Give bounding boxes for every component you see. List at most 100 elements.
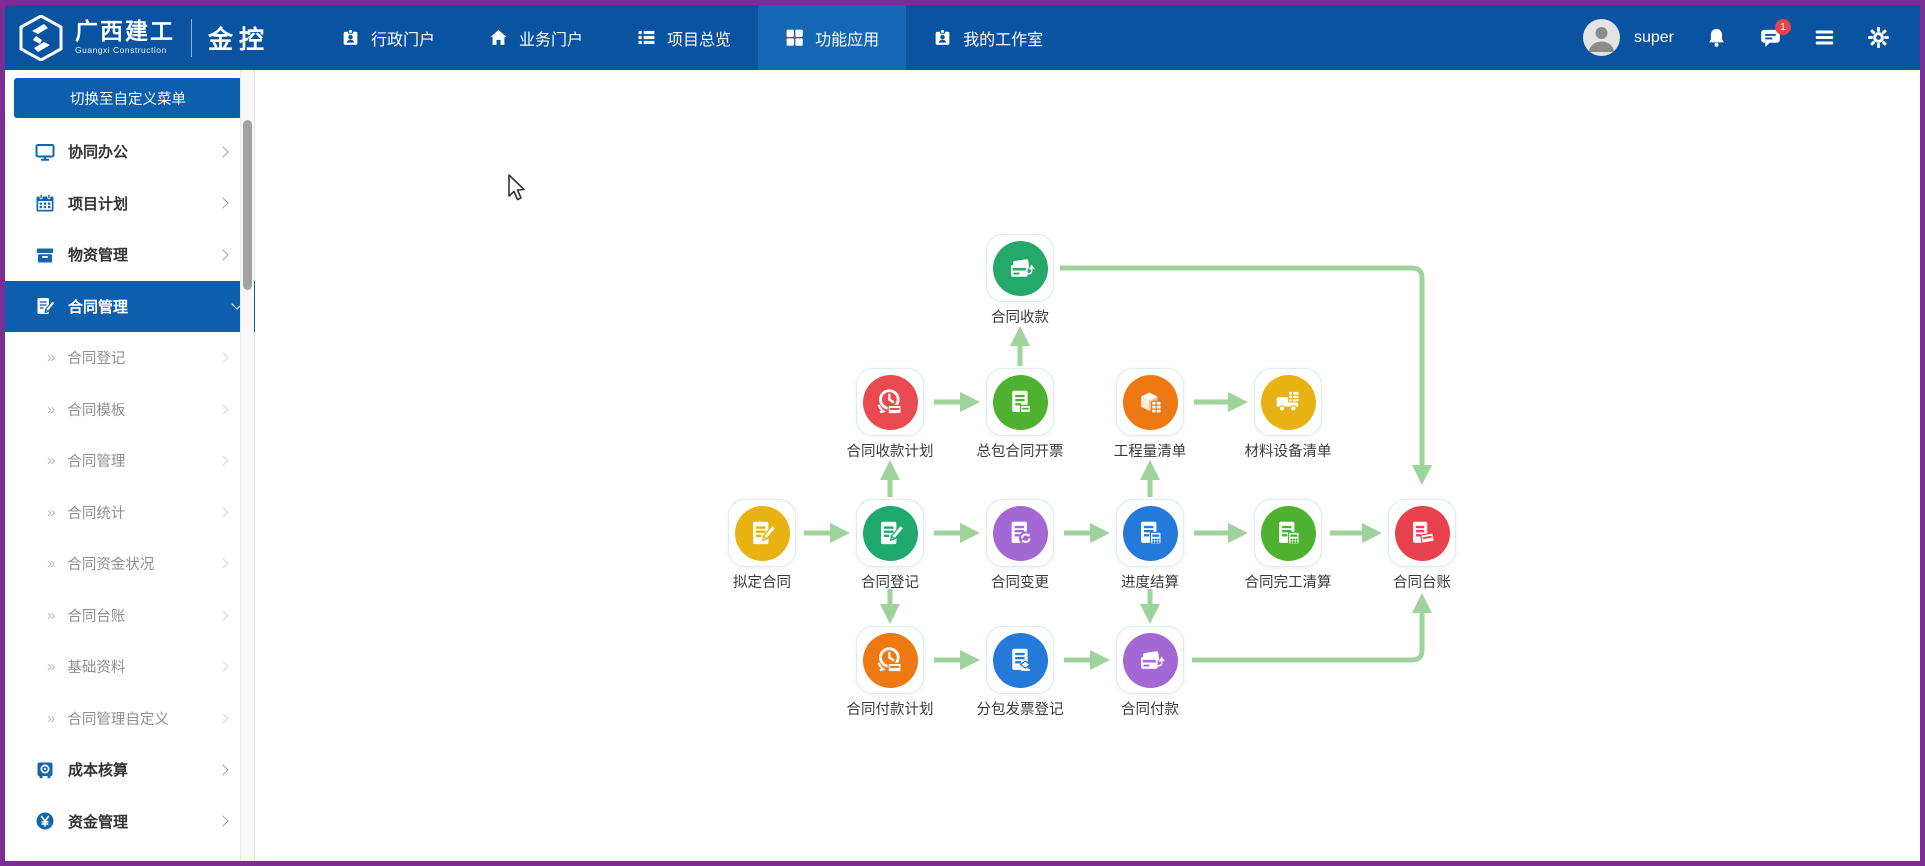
sidebar-item-label: 合同管理自定义 bbox=[67, 711, 169, 728]
tab-admin-portal[interactable]: 行政门户 bbox=[314, 5, 462, 70]
flow-node-label: 合同收款 bbox=[991, 310, 1049, 326]
scrollbar-thumb[interactable] bbox=[243, 120, 252, 290]
sidebar-subitem-contract-custom[interactable]: » 合同管理自定义 bbox=[5, 693, 241, 745]
tab-label: 项目总览 bbox=[667, 31, 732, 49]
flow-node-contract-change[interactable] bbox=[986, 499, 1054, 567]
chevron-right-icon bbox=[218, 610, 229, 621]
double-chevron-icon: » bbox=[47, 400, 56, 418]
sidebar-subitem-contract-register[interactable]: » 合同登记 bbox=[5, 332, 241, 384]
sidebar-subitem-contract-stats[interactable]: » 合同统计 bbox=[5, 487, 241, 539]
person-icon bbox=[1588, 27, 1614, 52]
tab-label: 我的工作室 bbox=[963, 31, 1044, 49]
flow-node-gc-invoicing[interactable] bbox=[986, 368, 1054, 436]
flow-node-draft-contract[interactable] bbox=[728, 499, 796, 567]
flow-node-material-equipment-list[interactable] bbox=[1254, 368, 1322, 436]
double-chevron-icon: » bbox=[47, 503, 56, 521]
sidebar-item-label: 合同统计 bbox=[67, 505, 126, 522]
chevron-right-icon bbox=[217, 764, 229, 776]
flowchart-canvas: 合同收款 合同收款计划 总包合同开票 工程量清单 材料设备清单 bbox=[255, 70, 1920, 861]
username-text[interactable]: super bbox=[1633, 28, 1674, 46]
chevron-right-icon bbox=[218, 404, 229, 415]
flow-node-label: 合同付款计划 bbox=[846, 702, 934, 718]
flow-node-completion-settlement[interactable] bbox=[1254, 499, 1322, 567]
chat-bubble-icon bbox=[1760, 29, 1780, 47]
sidebar-menu: 协同办公 项目计划 物资管理 合同管理 » 合同登记 bbox=[5, 126, 255, 848]
topbar: 广西建工 Guangxi Construction 金控 行政门户 业务门户 项… bbox=[5, 5, 1920, 70]
flow-node-contract-register[interactable] bbox=[856, 499, 924, 567]
doc-pencil-icon bbox=[862, 505, 918, 561]
sidebar-item-contract-mgmt[interactable]: 合同管理 bbox=[5, 280, 255, 332]
user-avatar[interactable] bbox=[1582, 19, 1620, 56]
chevron-right-icon bbox=[218, 507, 229, 518]
tab-label: 功能应用 bbox=[815, 31, 880, 49]
double-chevron-icon: » bbox=[47, 555, 56, 573]
chevron-right-icon bbox=[218, 352, 229, 363]
notifications-button[interactable] bbox=[1704, 26, 1728, 50]
flow-node-label: 分包发票登记 bbox=[976, 702, 1064, 718]
flow-node-receipt-plan[interactable] bbox=[856, 368, 924, 436]
sidebar-scrollbar[interactable] bbox=[240, 70, 254, 861]
flow-node-label: 工程量清单 bbox=[1113, 444, 1187, 460]
id-badge-icon bbox=[935, 29, 950, 45]
pos-card-icon bbox=[1122, 632, 1178, 688]
flow-node-boq-list[interactable] bbox=[1116, 368, 1184, 436]
settings-button[interactable] bbox=[1866, 26, 1890, 50]
sidebar-item-label: 合同管理 bbox=[67, 454, 126, 471]
flow-node-label: 进度结算 bbox=[1121, 575, 1179, 591]
chevron-right-icon bbox=[217, 146, 229, 158]
doc-calc-icon bbox=[1122, 505, 1178, 561]
company-name-en: Guangxi Construction bbox=[75, 45, 167, 56]
messages-button[interactable]: 1 bbox=[1758, 18, 1791, 50]
sidebar-subitem-contract-manage[interactable]: » 合同管理 bbox=[5, 435, 241, 487]
company-hexagon-logo-icon bbox=[19, 14, 63, 61]
tab-project-overview[interactable]: 项目总览 bbox=[610, 5, 758, 70]
app-root: 广西建工 Guangxi Construction 金控 行政门户 业务门户 项… bbox=[5, 5, 1920, 861]
flow-node-label: 合同登记 bbox=[861, 575, 919, 591]
tab-business-portal[interactable]: 业务门户 bbox=[462, 5, 610, 70]
tab-my-workspace[interactable]: 我的工作室 bbox=[906, 5, 1070, 70]
truck-list-icon bbox=[1260, 374, 1316, 430]
sidebar-item-project-plan[interactable]: 项目计划 bbox=[5, 178, 241, 230]
double-chevron-icon: » bbox=[47, 452, 56, 470]
sidebar-subitem-contract-funds[interactable]: » 合同资金状况 bbox=[5, 538, 241, 590]
clock-card-icon bbox=[862, 632, 918, 688]
monitor-icon bbox=[35, 142, 55, 162]
chevron-right-icon bbox=[218, 455, 229, 466]
double-chevron-icon: » bbox=[47, 658, 56, 676]
chevron-right-icon bbox=[218, 558, 229, 569]
sidebar-subitem-basic-data[interactable]: » 基础资料 bbox=[5, 641, 241, 693]
bell-icon bbox=[1708, 28, 1724, 47]
home-icon bbox=[490, 29, 507, 45]
sidebar-item-label: 合同管理 bbox=[68, 298, 129, 316]
flow-node-label: 合同收款计划 bbox=[846, 444, 934, 460]
flow-node-progress-settlement[interactable] bbox=[1116, 499, 1184, 567]
tab-function-apps[interactable]: 功能应用 bbox=[758, 5, 907, 70]
sidebar-item-label: 协同办公 bbox=[68, 144, 129, 162]
sidebar-item-label: 项目计划 bbox=[68, 195, 129, 213]
flow-node-payment-plan[interactable] bbox=[856, 626, 924, 694]
sidebar-item-label: 成本核算 bbox=[68, 762, 129, 780]
flow-node-label: 合同台账 bbox=[1393, 575, 1451, 591]
switch-custom-menu-button[interactable]: 切换至自定义菜单 bbox=[14, 78, 242, 118]
box-list-icon bbox=[1122, 374, 1178, 430]
sidebar-item-materials[interactable]: 物资管理 bbox=[5, 229, 241, 281]
flow-node-contract-ledger[interactable] bbox=[1388, 499, 1456, 567]
double-chevron-icon: » bbox=[47, 606, 56, 624]
flow-node-contract-receipt[interactable] bbox=[986, 234, 1054, 302]
top-nav-tabs: 行政门户 业务门户 项目总览 功能应用 我的工作室 bbox=[314, 5, 1070, 70]
menu-button[interactable] bbox=[1812, 26, 1836, 50]
sidebar-item-funds-mgmt[interactable]: 资金管理 bbox=[5, 796, 241, 848]
sidebar-item-collab-office[interactable]: 协同办公 bbox=[5, 126, 241, 178]
flow-node-label: 拟定合同 bbox=[733, 575, 791, 591]
sidebar-subitem-contract-template[interactable]: » 合同模板 bbox=[5, 384, 241, 436]
contract-icon bbox=[35, 296, 55, 316]
safe-icon bbox=[35, 760, 55, 780]
flow-node-contract-payment[interactable] bbox=[1116, 626, 1184, 694]
flow-node-subcontract-invoice-register[interactable] bbox=[986, 626, 1054, 694]
sidebar-subitem-contract-ledger[interactable]: » 合同台账 bbox=[5, 590, 241, 642]
sidebar-item-label: 合同资金状况 bbox=[67, 557, 155, 574]
chevron-right-icon bbox=[217, 249, 229, 261]
flow-arrows bbox=[804, 265, 1432, 670]
hamburger-icon bbox=[1815, 30, 1833, 45]
sidebar-item-cost-accounting[interactable]: 成本核算 bbox=[5, 744, 241, 796]
